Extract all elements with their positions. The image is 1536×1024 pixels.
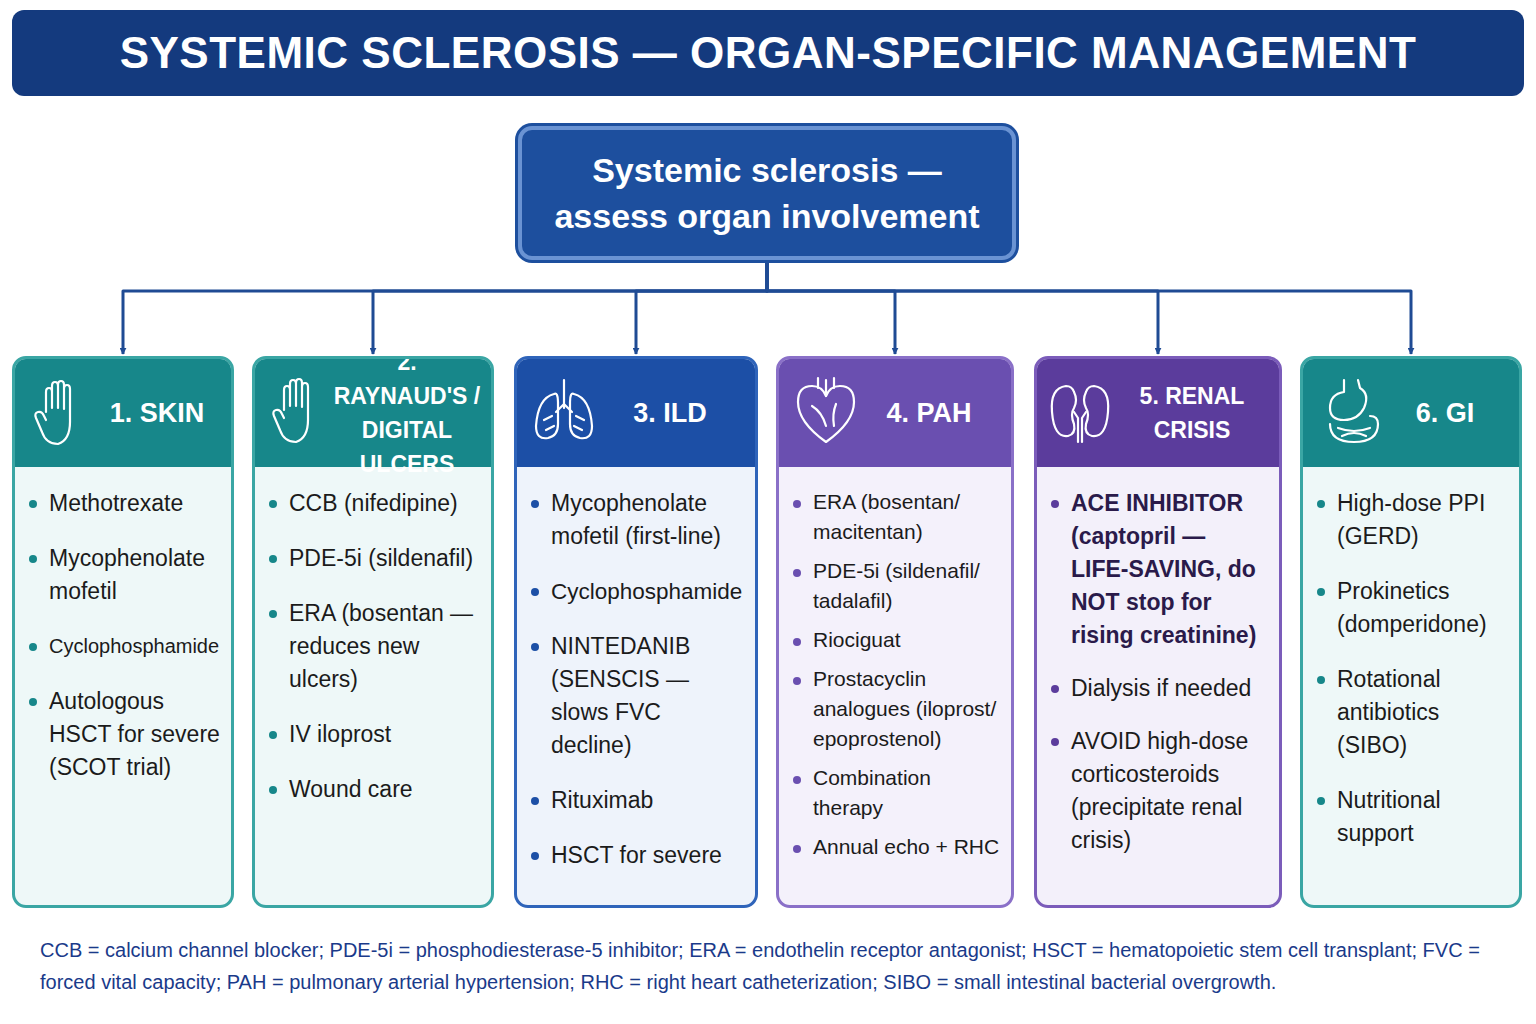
column-heading: 5. RENAL CRISIS (1113, 379, 1271, 447)
connector-arrow (636, 260, 767, 354)
column-heading: 4. PAH (886, 396, 971, 430)
column-header: 6. GI (1303, 359, 1519, 467)
organ-column: 1. SKIN MethotrexateMycophenolate mofetil… (12, 356, 234, 908)
bullet-item: Riociguat (791, 625, 1001, 655)
bullet-item: Dialysis if needed (1049, 672, 1269, 705)
connector-arrow (767, 260, 895, 354)
bullet-item: PDE-5i (sildenafil/ tadalafil) (791, 556, 1001, 616)
root-box: Systemic sclerosis — assess organ involv… (518, 126, 1016, 260)
column-heading: 2. RAYNAUD'S / DIGITAL ULCERS (331, 356, 483, 481)
organ-column: 6. GI High-dose PPI (GERD) Prokinetics (do… (1300, 356, 1522, 908)
bullet-item: IV iloprost (267, 718, 481, 751)
bullet-item: Mycophenolate mofetil (27, 542, 221, 608)
bullet-item: High-dose PPI (GERD) (1315, 487, 1509, 553)
title-bar: SYSTEMIC SCLEROSIS — ORGAN-SPECIFIC MANA… (12, 10, 1524, 96)
bullet-item: ERA (bosentan — reduces new ulcers) (267, 597, 481, 696)
column-body: MethotrexateMycophenolate mofetilCycloph… (15, 467, 231, 784)
bullet-item: Mycophenolate mofetil (first-line) (529, 487, 745, 553)
bullet-item: HSCT for severe (529, 839, 745, 872)
bullet-item: Methotrexate (27, 487, 221, 520)
organ-column: 5. RENAL CRISIS ACE INHIBITOR (captopril … (1034, 356, 1282, 908)
bullet-item: ACE INHIBITOR (captopril — LIFE-SAVING, … (1049, 487, 1269, 652)
bullet-item: Combination therapy (791, 763, 1001, 823)
diagram-title: SYSTEMIC SCLEROSIS — ORGAN-SPECIFIC MANA… (120, 28, 1417, 78)
column-header: 5. RENAL CRISIS (1037, 359, 1279, 467)
bullet-item: Autologous HSCT for severe (SCOT trial) (27, 685, 221, 784)
column-header: 4. PAH (779, 359, 1011, 467)
organ-column: 2. RAYNAUD'S / DIGITAL ULCERSCCB (nifedi… (252, 356, 494, 908)
column-body: Mycophenolate mofetil (first-line) Cyclop… (517, 467, 755, 872)
column-header: 2. RAYNAUD'S / DIGITAL ULCERS (255, 359, 491, 467)
connector-arrow (767, 260, 1158, 354)
bullet-item: Cyclophosphamide (529, 575, 745, 608)
bullet-item: Rotational antibiotics (SIBO) (1315, 663, 1509, 762)
connector-arrow (373, 260, 767, 354)
bullet-item: AVOID high-dose corticosteroids (precipi… (1049, 725, 1269, 857)
bullet-item: NINTEDANIB (SENSCIS — slows FVC decline) (529, 630, 745, 762)
root-text: Systemic sclerosis — assess organ involv… (542, 147, 992, 239)
bullet-item: ERA (bosentan/ macitentan) (791, 487, 1001, 547)
organ-column: 4. PAH ERA (bosentan/ macitentan) PDE-5i (… (776, 356, 1014, 908)
column-body: CCB (nifedipine) PDE-5i (sildenafil) ERA (… (255, 467, 491, 806)
organ-column: 3. ILD Mycophenolate mofetil (first-line)… (514, 356, 758, 908)
column-body: ERA (bosentan/ macitentan) PDE-5i (silden… (779, 467, 1011, 862)
bullet-item: Wound care (267, 773, 481, 806)
bullet-item: CCB (nifedipine) (267, 487, 481, 520)
connector-arrow (123, 260, 767, 354)
bullet-item: Rituximab (529, 784, 745, 817)
column-header: 1. SKIN (15, 359, 231, 467)
column-header: 3. ILD (517, 359, 755, 467)
column-body: High-dose PPI (GERD) Prokinetics (domperi… (1303, 467, 1519, 850)
bullet-item: PDE-5i (sildenafil) (267, 542, 481, 575)
column-heading: 3. ILD (633, 396, 707, 430)
connector-arrow (767, 260, 1411, 354)
column-body: ACE INHIBITOR (captopril — LIFE-SAVING, … (1037, 467, 1279, 857)
bullet-item: Cyclophosphamide (27, 630, 221, 663)
bullet-item: Nutritional support (1315, 784, 1509, 850)
bullet-item: Prokinetics (domperidone) (1315, 575, 1509, 641)
column-heading: 6. GI (1416, 396, 1475, 430)
bullet-item: Annual echo + RHC (791, 832, 1001, 862)
bullet-item: Prostacyclin analogues (iloprost/ epopro… (791, 664, 1001, 754)
footnote-caption: CCB = calcium channel blocker; PDE-5i = … (40, 934, 1500, 998)
column-heading: 1. SKIN (110, 396, 205, 430)
